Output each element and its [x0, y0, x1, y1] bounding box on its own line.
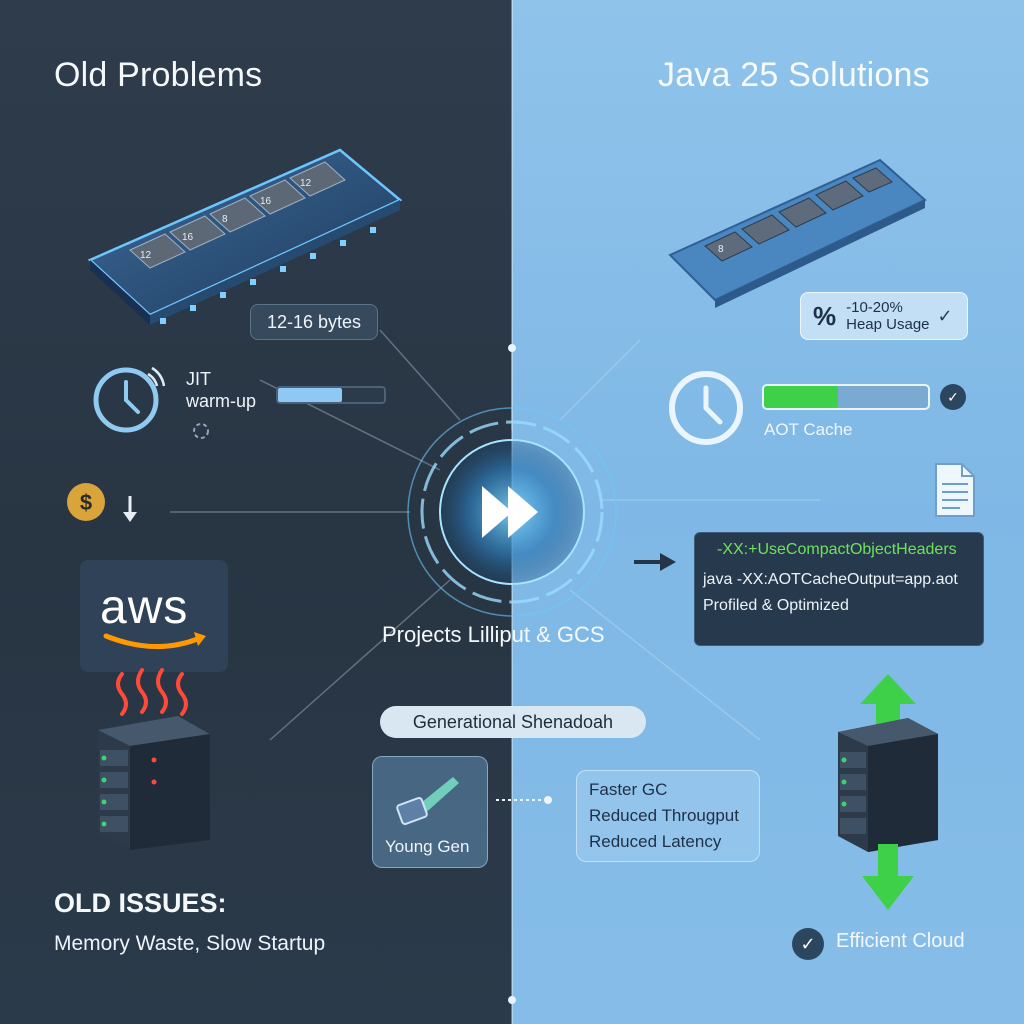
svg-text:8: 8: [222, 214, 228, 225]
aws-logo: aws: [80, 560, 228, 672]
efficient-cloud-label: Efficient Cloud: [836, 930, 965, 952]
svg-text:16: 16: [182, 232, 194, 243]
memory-module-right-icon: 8: [668, 158, 927, 308]
gc-benefit-item: Reduced Latency: [589, 832, 722, 851]
overheating-server-icon: [98, 668, 210, 850]
svg-text:12: 12: [300, 178, 312, 189]
efficient-server-icon: [838, 674, 938, 910]
heap-label: Heap Usage: [846, 316, 930, 333]
svg-text:12: 12: [140, 250, 152, 261]
bytes-badge: 12-16 bytes: [250, 304, 378, 340]
document-icon: [935, 463, 975, 517]
aot-clock-icon: [669, 371, 743, 445]
aws-logo-text: aws: [100, 581, 189, 634]
right-title: Java 25 Solutions: [658, 56, 930, 94]
old-issues-text: Memory Waste, Slow Startup: [54, 932, 326, 955]
heap-usage-badge: % -10-20% Heap Usage ✓: [800, 292, 968, 340]
aot-progress-fill: [764, 386, 838, 408]
aot-check-icon: ✓: [940, 384, 966, 410]
svg-text:16: 16: [260, 196, 272, 207]
young-gen-box: Young Gen: [372, 756, 488, 868]
loading-spinner-icon: [193, 423, 209, 439]
dollar-coin-icon: $: [67, 483, 137, 522]
arrow-right-icon: [634, 553, 676, 571]
jit-label: JIT warm-up: [186, 369, 257, 411]
jit-progress-fill: [278, 388, 342, 402]
svg-text:8: 8: [718, 244, 724, 255]
clock-icon: [93, 366, 166, 433]
dotted-arrow-icon: [496, 796, 552, 804]
shenandoah-label: Generational Shenadoah: [380, 706, 646, 738]
efficient-check-icon: ✓: [792, 928, 824, 960]
gc-benefit-item: Faster GC: [589, 780, 668, 799]
code-box: -XX:+UseCompactObjectHeaders java -XX:AO…: [694, 532, 984, 646]
memory-module-left-icon: 12 16 8 16 12: [87, 148, 403, 325]
aot-label: AOT Cache: [764, 420, 853, 439]
svg-text:$: $: [80, 490, 92, 515]
aot-progress-bar: [762, 384, 930, 410]
left-title: Old Problems: [54, 56, 263, 94]
code-line-1: -XX:+UseCompactObjectHeaders: [717, 541, 957, 558]
gc-benefit-item: Reduced Througput: [589, 806, 739, 825]
young-gen-label: Young Gen: [385, 837, 470, 856]
percent-icon: %: [813, 300, 837, 331]
code-line-3: Profiled & Optimized: [703, 597, 849, 614]
check-icon: ✓: [937, 305, 953, 326]
aws-smile-icon: [103, 632, 206, 649]
projects-label: Projects Lilliput & GCS: [382, 622, 605, 647]
jit-progress-bar: [276, 386, 386, 404]
fast-forward-icon: [407, 407, 617, 617]
comet-chip-icon: [396, 777, 459, 825]
code-line-2: java -XX:AOTCacheOutput=app.aot: [703, 571, 958, 588]
heap-value: -10-20%: [846, 299, 903, 316]
old-issues-heading: OLD ISSUES:: [54, 888, 227, 918]
